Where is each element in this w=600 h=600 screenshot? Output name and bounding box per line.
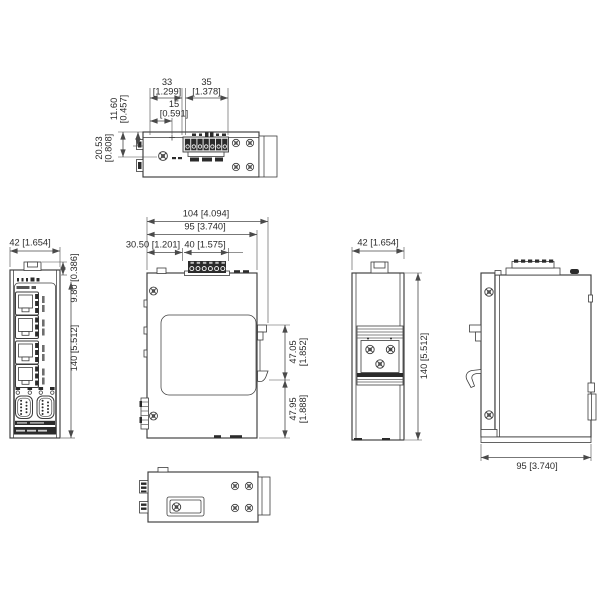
led-indicators <box>16 277 40 289</box>
dim-label: 47.95 <box>288 397 298 420</box>
dim-rail-upper: 47.05 [1.852] <box>267 324 308 381</box>
dim-top-20-53: 20.53 [0.808] <box>94 132 157 162</box>
dim-top-33: 33 [1.299] <box>149 77 183 135</box>
dim-front-height: 140 [5.512] <box>61 282 79 439</box>
terminal-block-right <box>505 259 561 276</box>
screw-icon <box>158 151 168 161</box>
screw-icon <box>245 138 255 148</box>
terminal-block-side <box>184 261 230 276</box>
rear-view: 42 [1.654] 140 [5.512] <box>351 238 429 441</box>
dim-label: 11.60 <box>109 98 119 121</box>
din-clip-side <box>257 324 269 383</box>
dim-label: [0.457] <box>119 95 129 123</box>
screw-icon <box>149 411 158 421</box>
screw-icon <box>484 410 494 420</box>
top-vents <box>172 132 226 162</box>
dim-label: 140 [5.512] <box>69 325 79 372</box>
dim-label: 42 [1.654] <box>357 238 398 248</box>
screw-icon <box>365 344 375 355</box>
dim-label: 30.50 [1.201] <box>126 240 180 250</box>
base-flange <box>480 429 592 443</box>
dim-label: 95 [3.740] <box>184 222 225 232</box>
dim-label: 20.53 <box>94 136 104 159</box>
screw-icon <box>171 502 182 512</box>
dim-front-top-offset: 9.80 [0.386] <box>42 253 79 303</box>
dim-label: [1.888] <box>298 395 308 423</box>
dim-side-body: 95 [3.740] <box>147 222 258 270</box>
dim-right-depth: 95 [3.740] <box>480 444 592 471</box>
housing-recess <box>160 314 257 396</box>
dim-side-offset: 30.50 [1.201] <box>126 240 183 261</box>
front-view: 42 [1.654] 9.80 [0.386] 140 [5.512] <box>9 238 79 439</box>
dim-label: [1.852] <box>298 338 308 366</box>
side-view-body <box>146 272 258 439</box>
screw-icon <box>149 286 158 296</box>
screw-icon <box>231 138 241 148</box>
dim-label: 47.05 <box>288 340 298 363</box>
screw-icon <box>231 162 241 172</box>
dim-label: 33 <box>162 77 172 87</box>
screw-icon <box>230 481 240 491</box>
dim-label: [1.378] <box>192 87 220 97</box>
model-label <box>14 420 56 435</box>
db9-profiles-bottom <box>139 480 149 514</box>
dim-top-15: 15 [0.591] <box>150 99 188 134</box>
reset-button <box>570 269 579 274</box>
dim-top-11-60: 11.60 [0.457] <box>109 95 143 147</box>
screw-icon <box>244 481 254 491</box>
dim-front-width: 42 [1.654] <box>9 238 61 267</box>
db9-serial-port <box>36 395 55 419</box>
db9-serial-port <box>15 395 33 419</box>
right-view: 95 [3.740] <box>465 259 597 471</box>
dim-label: 95 [3.740] <box>516 461 557 471</box>
bottom-view <box>139 467 271 523</box>
right-view-body <box>494 274 592 438</box>
dim-rear-width: 42 [1.654] <box>351 238 405 270</box>
right-edge-details <box>587 294 597 421</box>
dim-label: [0.591] <box>160 109 188 119</box>
side-view: 104 [4.094] 95 [3.740] 30.50 [1.201] 40 … <box>126 209 308 439</box>
top-clip <box>23 261 42 271</box>
screw-icon <box>230 503 240 513</box>
dim-label: 42 [1.654] <box>9 238 50 248</box>
screw-icon <box>484 287 494 297</box>
din-clip-hooks <box>465 324 482 389</box>
dim-side-total: 104 [4.094] <box>146 209 269 323</box>
top-clip-rear <box>370 261 389 274</box>
terminal-block-top <box>182 136 229 157</box>
side-connector-bumps <box>136 139 144 172</box>
dim-label: 40 [1.575] <box>184 240 225 250</box>
din-plate <box>356 325 404 386</box>
dim-rail-lower: 47.95 [1.888] <box>259 380 308 439</box>
datum-cross <box>169 134 175 141</box>
mounting-slot <box>166 496 205 517</box>
screw-icon <box>385 344 396 355</box>
dim-label: 15 <box>169 99 179 109</box>
dim-label: 35 <box>201 77 211 87</box>
screw-icon <box>244 503 254 513</box>
dim-rear-height: 140 [5.512] <box>405 272 429 441</box>
top-view: 33 [1.299] 35 [1.378] 15 [0.591] 11.60 [… <box>94 77 278 178</box>
din-rail-edge-bottom <box>257 476 271 516</box>
dim-label: 140 [5.512] <box>419 333 429 380</box>
dim-side-terminal: 40 [1.575] <box>184 240 243 261</box>
dim-label: [0.808] <box>104 134 114 162</box>
screw-icon <box>375 359 385 369</box>
din-rail-edge <box>258 135 278 178</box>
dim-label: [1.299] <box>153 87 181 97</box>
dim-top-35: 35 [1.378] <box>185 77 229 135</box>
dim-label: 9.80 [0.386] <box>69 253 79 302</box>
side-left-edge-details <box>139 299 149 430</box>
dim-label: 104 [4.094] <box>183 209 230 219</box>
screw-icon <box>245 162 255 172</box>
